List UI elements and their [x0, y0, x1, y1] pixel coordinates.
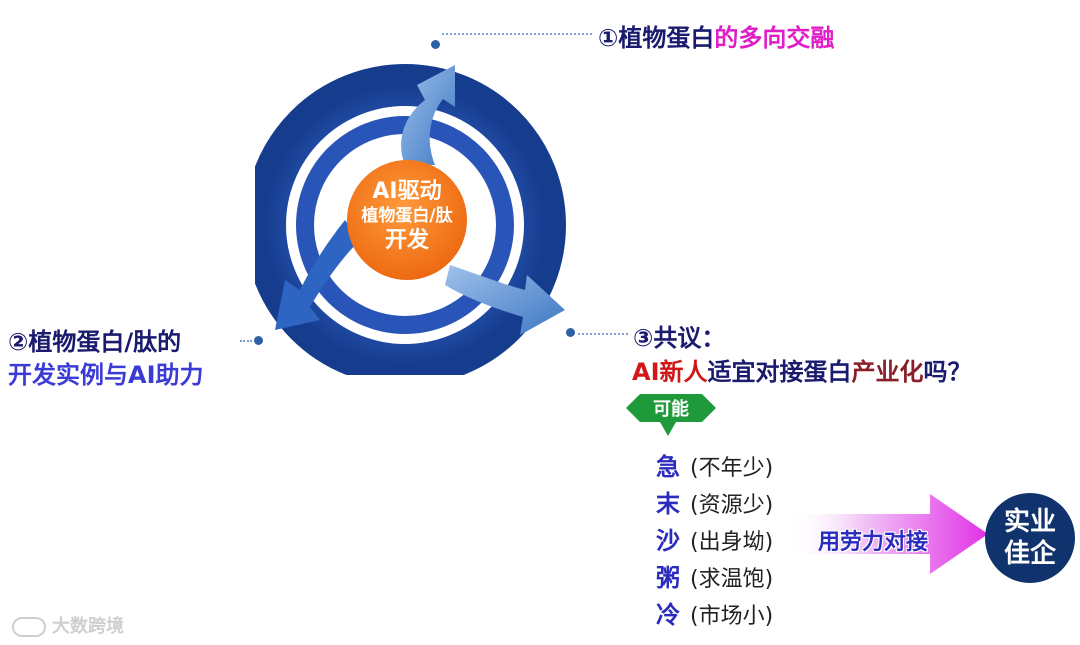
result-circle: 实业 佳企: [985, 493, 1075, 583]
item-note: (市场小): [690, 604, 773, 629]
watermark: 大数跨境: [12, 612, 124, 638]
item-note: (不年少): [690, 456, 773, 481]
watermark-text: 大数跨境: [52, 616, 124, 637]
list-item: 粥(求温饱): [656, 558, 773, 593]
item-char: 末: [656, 484, 690, 519]
connector-dot-1: [431, 40, 440, 49]
list-item: 急(不年少): [656, 447, 773, 482]
point1-prefix: ①植物蛋白: [598, 24, 714, 52]
item-note: (出身坳): [690, 530, 773, 555]
q-ai: AI: [632, 358, 660, 386]
center-line2: 植物蛋白/肽: [347, 206, 467, 227]
connector-line-1: [442, 33, 592, 35]
watermark-logo-icon: [12, 617, 46, 637]
list-item: 沙(出身坳): [656, 521, 773, 556]
center-line1: AI驱动: [347, 178, 467, 206]
item-char: 沙: [656, 521, 690, 556]
list-item: 冷(市场小): [656, 595, 773, 630]
possible-badge-label: 可能: [640, 395, 702, 421]
point3-question: AI新人适宜对接蛋白产业化吗？: [632, 352, 972, 387]
connector-line-2: [240, 340, 252, 342]
point1-label: ①植物蛋白的多向交融: [598, 18, 834, 53]
point2-line1: ②植物蛋白/肽的: [8, 322, 181, 357]
connector-dot-2: [254, 336, 263, 345]
point1-suffix: 的多向交融: [714, 24, 834, 52]
item-char: 冷: [656, 595, 690, 630]
result-line2: 佳企: [985, 538, 1075, 570]
q-mid: 适宜对接蛋白: [708, 358, 852, 386]
item-char: 急: [656, 447, 690, 482]
center-line3: 开发: [347, 227, 467, 255]
center-label: AI驱动 植物蛋白/肽 开发: [347, 178, 467, 254]
q-ind: 产业化: [852, 358, 924, 386]
q-new: 新人: [660, 358, 708, 386]
point2-line2: 开发实例与AI助力: [8, 355, 204, 390]
item-char: 粥: [656, 558, 690, 593]
q-end: 吗？: [924, 358, 972, 386]
item-note: (求温饱): [690, 567, 773, 592]
connector-dot-3: [566, 328, 575, 337]
list-item: 末(资源少): [656, 484, 773, 519]
point3-heading: ③共议：: [633, 318, 725, 353]
connector-line-3: [578, 333, 628, 335]
result-line1: 实业: [985, 506, 1075, 538]
connect-arrow-label: 用劳力对接: [818, 524, 928, 556]
item-note: (资源少): [690, 493, 773, 518]
